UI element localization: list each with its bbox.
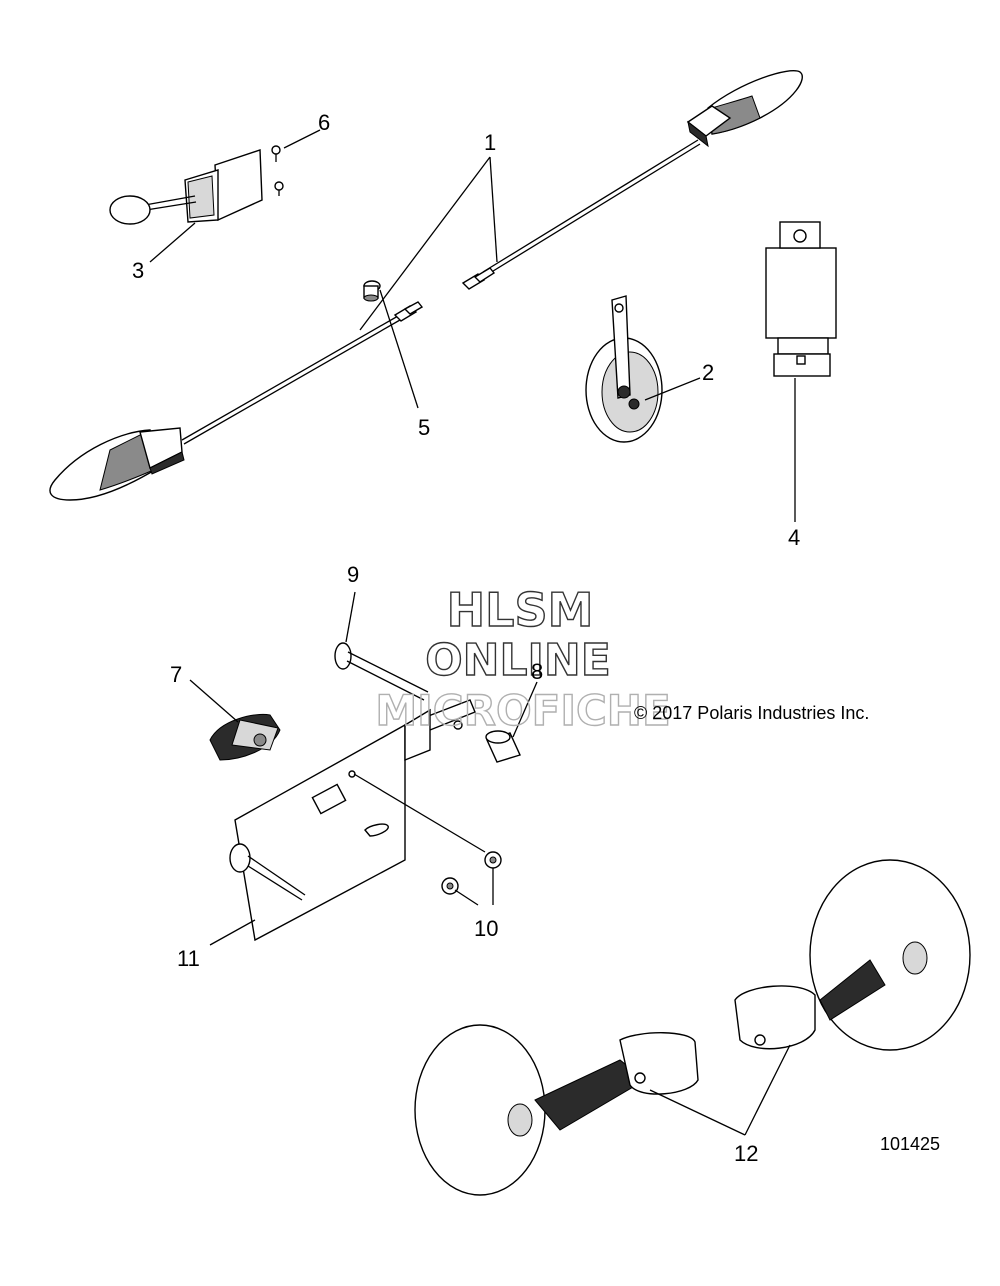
turn-signal-lower	[49, 301, 424, 501]
figure-number: 101425	[880, 1134, 940, 1154]
mirror-left	[414, 1024, 699, 1196]
watermark-line3: MICROFICHE	[375, 686, 670, 735]
nut	[441, 851, 502, 895]
copyright-notice: © 2017 Polaris Industries Inc.	[634, 703, 869, 723]
turn-signal-upper	[461, 70, 803, 290]
callout-8: 8	[531, 659, 543, 684]
watermark-line2: ONLINE	[425, 635, 611, 686]
spacer	[485, 730, 521, 763]
callout-5: 5	[418, 415, 430, 440]
flasher-relay	[765, 221, 837, 377]
rod-pin	[229, 843, 306, 901]
screw-small	[271, 145, 284, 196]
callout-11: 11	[177, 946, 200, 971]
license-light	[209, 713, 281, 761]
push-pin	[363, 280, 381, 302]
callout-2: 2	[702, 360, 714, 385]
callout-3: 3	[132, 258, 144, 283]
callout-9: 9	[347, 562, 359, 587]
callout-1: 1	[484, 130, 496, 155]
watermark-line1: HLSM	[447, 583, 594, 637]
callout-4: 4	[788, 525, 800, 550]
callout-10: 10	[474, 916, 498, 941]
callout-6: 6	[318, 110, 330, 135]
horn	[585, 295, 663, 443]
mirror-right	[734, 859, 971, 1051]
turn-signal-switch	[109, 149, 263, 225]
callout-7: 7	[170, 662, 182, 687]
bolt	[334, 642, 429, 701]
callout-12: 12	[734, 1141, 758, 1166]
